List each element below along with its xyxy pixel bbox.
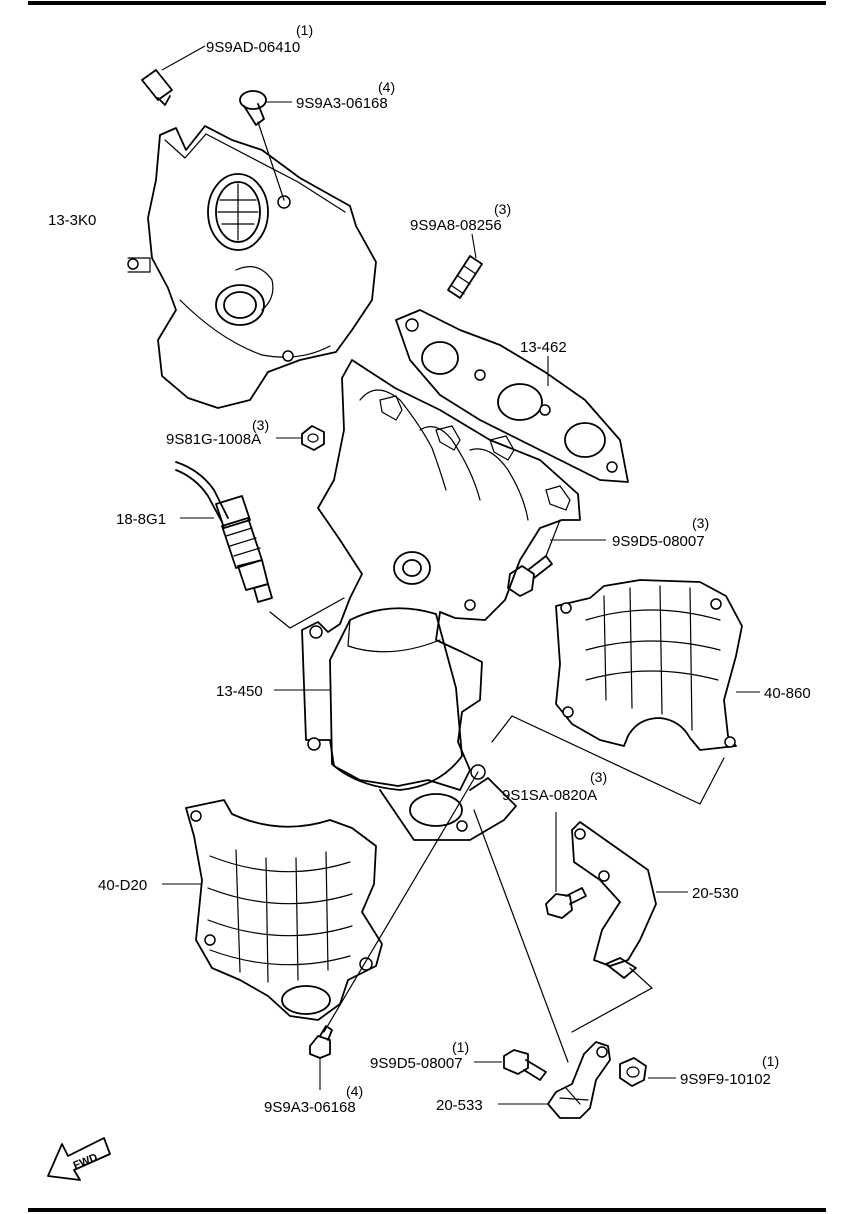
bolt-b-top-qty: (4) bbox=[378, 79, 395, 95]
bolt-a-label: 9S9AD-06410 bbox=[206, 39, 300, 56]
nut-a-label: 9S81G-1008A bbox=[166, 431, 261, 448]
bolt-9s9a3-06168-top bbox=[239, 90, 292, 201]
bolt-c-qty: (3) bbox=[692, 515, 709, 531]
bracket-20-533 bbox=[498, 1041, 611, 1119]
bolt-9s9a3-06168-bottom bbox=[309, 1025, 333, 1090]
nut-b-qty: (1) bbox=[762, 1053, 779, 1069]
bolt-e-qty: (1) bbox=[452, 1039, 469, 1055]
bracket-20-533-label: 20-533 bbox=[436, 1097, 483, 1114]
stud-qty: (3) bbox=[494, 201, 511, 217]
o2-sensor-label: 18-8G1 bbox=[116, 511, 166, 528]
fwd-label: FWD bbox=[72, 1152, 100, 1173]
bolt-9s9ad-06410 bbox=[141, 45, 206, 106]
stud-label: 9S9A8-08256 bbox=[410, 217, 502, 234]
bolt-b-bottom-label: 9S9A3-06168 bbox=[264, 1099, 356, 1116]
bolt-b-top-label: 9S9A3-06168 bbox=[296, 95, 388, 112]
bracket-20-530-label: 20-530 bbox=[692, 885, 739, 902]
bolt-c-label: 9S9D5-08007 bbox=[612, 533, 705, 550]
insulator-40-860-label: 40-860 bbox=[764, 685, 811, 702]
bolt-a-qty: (1) bbox=[296, 22, 313, 38]
converter-label: 13-450 bbox=[216, 683, 263, 700]
oxygen-sensor bbox=[175, 461, 345, 629]
bolt-9s9d5-08007-upper bbox=[507, 519, 606, 597]
bolt-e-label: 9S9D5-08007 bbox=[370, 1055, 463, 1072]
bolt-b-bottom-qty: (4) bbox=[346, 1083, 363, 1099]
nut-b-label: 9S9F9-10102 bbox=[680, 1071, 771, 1088]
bracket-20-530 bbox=[571, 821, 688, 1033]
nut-9s81g-1008a bbox=[276, 425, 325, 451]
nut-a-qty: (3) bbox=[252, 417, 269, 433]
exhaust-manifold-catalytic-converter bbox=[274, 359, 581, 841]
nut-9s9f9-10102 bbox=[619, 1057, 676, 1087]
heat-insulator-40-d20 bbox=[162, 771, 569, 1063]
heat-insulator-40-860 bbox=[491, 579, 760, 805]
upper-insulator-label: 13-3K0 bbox=[48, 212, 96, 229]
insulator-40-d20-label: 40-D20 bbox=[98, 877, 147, 894]
gasket-label: 13-462 bbox=[520, 339, 567, 356]
upper-heat-insulator bbox=[127, 125, 377, 409]
stud-9s9a8-08256 bbox=[447, 233, 483, 299]
manifold-gasket bbox=[395, 309, 629, 483]
forward-direction-arrow: FWD bbox=[47, 1137, 111, 1181]
bolt-9s1sa-0820a bbox=[545, 812, 587, 919]
bolt-d-qty: (3) bbox=[590, 769, 607, 785]
bolt-d-label: 9S1SA-0820A bbox=[502, 787, 597, 804]
bolt-9s9d5-08007-lower bbox=[474, 1049, 547, 1081]
